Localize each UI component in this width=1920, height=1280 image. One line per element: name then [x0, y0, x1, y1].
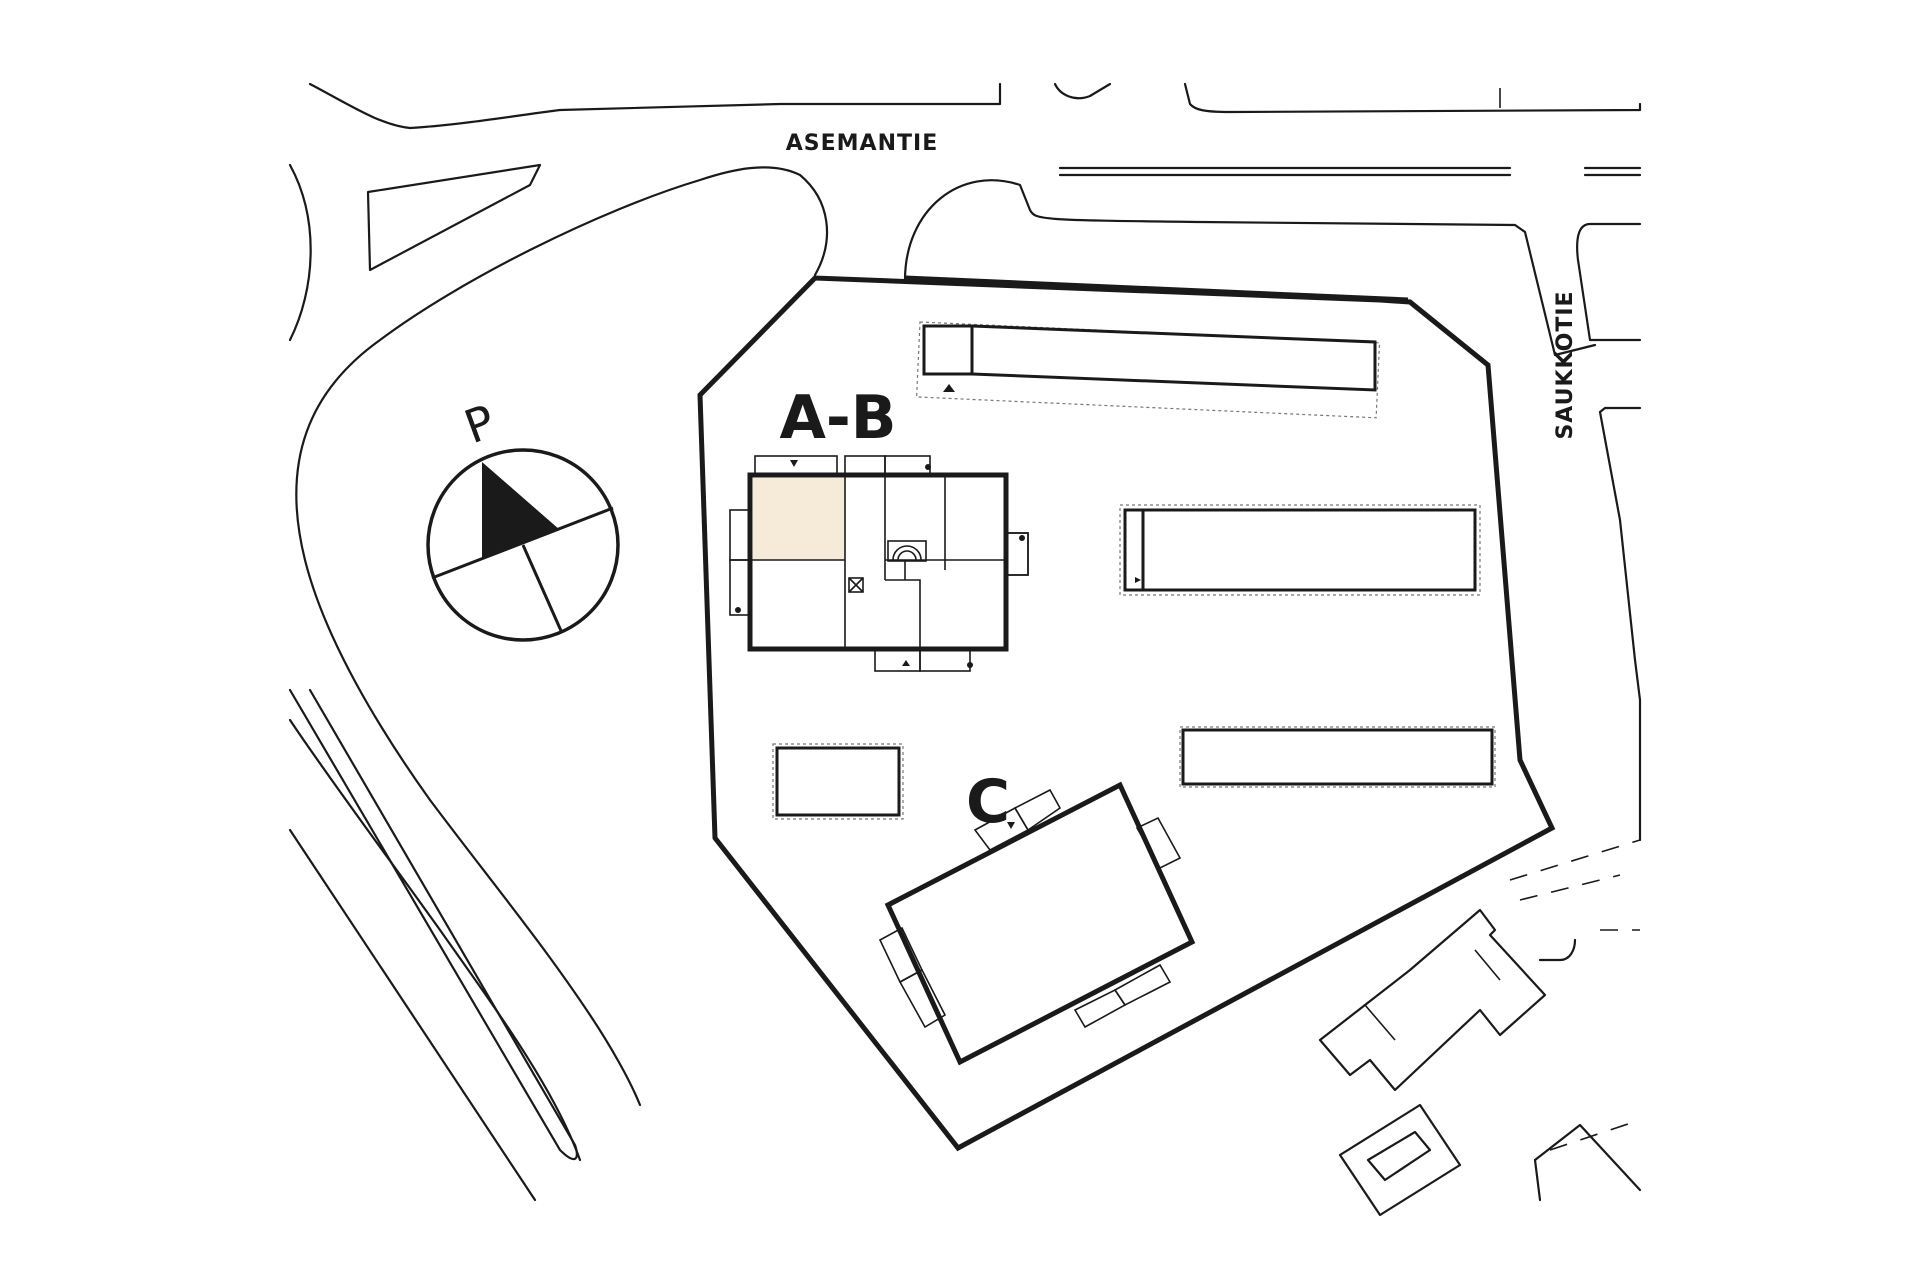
highlighted-apartment[interactable] — [753, 478, 845, 560]
building-label-ab: A-B — [779, 383, 896, 453]
north-arrow-icon — [482, 462, 560, 560]
compass: P — [426, 394, 620, 642]
street-label-saukkotie: SAUKKOTIE — [1553, 290, 1578, 439]
building-label-c: C — [966, 767, 1010, 837]
building-c[interactable] — [878, 781, 1196, 1066]
road-network — [288, 82, 1642, 1217]
plot-boundary-top — [904, 275, 1409, 303]
street-label-asemantie: ASEMANTIE — [786, 131, 938, 156]
building-ab[interactable] — [729, 455, 1029, 672]
carport-east — [1119, 504, 1481, 596]
carport-north — [915, 321, 1381, 419]
shed-south — [772, 743, 904, 820]
carport-southeast — [1179, 726, 1496, 788]
north-label: P — [457, 394, 502, 454]
